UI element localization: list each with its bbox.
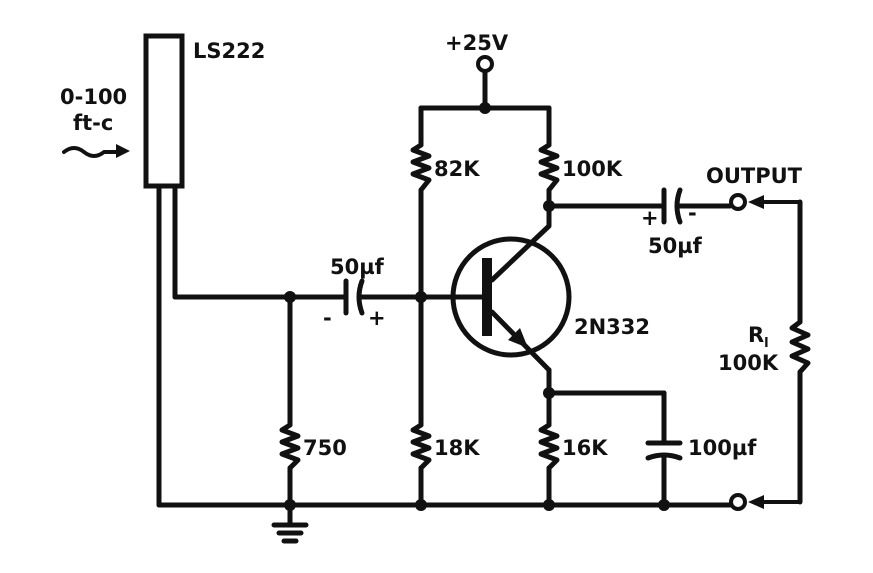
input-capacitor <box>343 278 365 316</box>
resistor-16k <box>538 422 560 471</box>
output-cap-value: 50µf <box>648 234 703 258</box>
input-cap-minus: - <box>323 306 332 330</box>
rl-value-label: 100K <box>718 351 779 375</box>
supply-terminal <box>476 55 494 73</box>
resistor-100k <box>538 142 560 193</box>
resistor-18k <box>410 422 432 471</box>
input-cap-plus: + <box>368 306 386 330</box>
output-cap-plus: + <box>641 206 659 230</box>
output-capacitor <box>661 187 683 225</box>
input-cap-value: 50µf <box>330 255 385 279</box>
photocell-label: LS222 <box>193 39 265 63</box>
resistor-750 <box>279 422 301 471</box>
transistor-label: 2N332 <box>574 315 650 339</box>
output-arrow-top-icon <box>748 195 764 209</box>
wires <box>156 69 803 544</box>
light-input: 0-100 ft-c <box>60 85 130 158</box>
resistor-rl <box>789 319 811 375</box>
output-label: OUTPUT <box>706 164 803 188</box>
resistor-82k-label: 82K <box>434 157 480 181</box>
light-range-label: 0-100 <box>60 85 127 109</box>
emitter-arrow-icon <box>508 328 528 348</box>
resistor-16k-label: 16K <box>562 436 608 460</box>
resistor-100k-label: 100K <box>562 157 623 181</box>
resistor-82k <box>410 142 432 193</box>
photocell-ls222: LS222 <box>143 33 265 508</box>
junctions <box>284 102 670 511</box>
light-unit-label: ft-c <box>73 111 113 135</box>
output-terminal-top <box>729 193 747 211</box>
light-arrow-icon <box>62 146 122 158</box>
output-terminal-bottom <box>729 493 747 511</box>
supply-label: +25V <box>445 31 509 55</box>
bypass-cap-label: 100µf <box>688 436 757 460</box>
output-cap-minus: - <box>688 201 697 225</box>
output-arrow-bottom-icon <box>748 495 764 509</box>
resistor-750-label: 750 <box>303 436 347 460</box>
rl-name-label: Rl <box>748 323 769 351</box>
transistor-2n332 <box>450 223 572 373</box>
bypass-capacitor <box>645 440 683 461</box>
resistor-18k-label: 18K <box>434 436 480 460</box>
